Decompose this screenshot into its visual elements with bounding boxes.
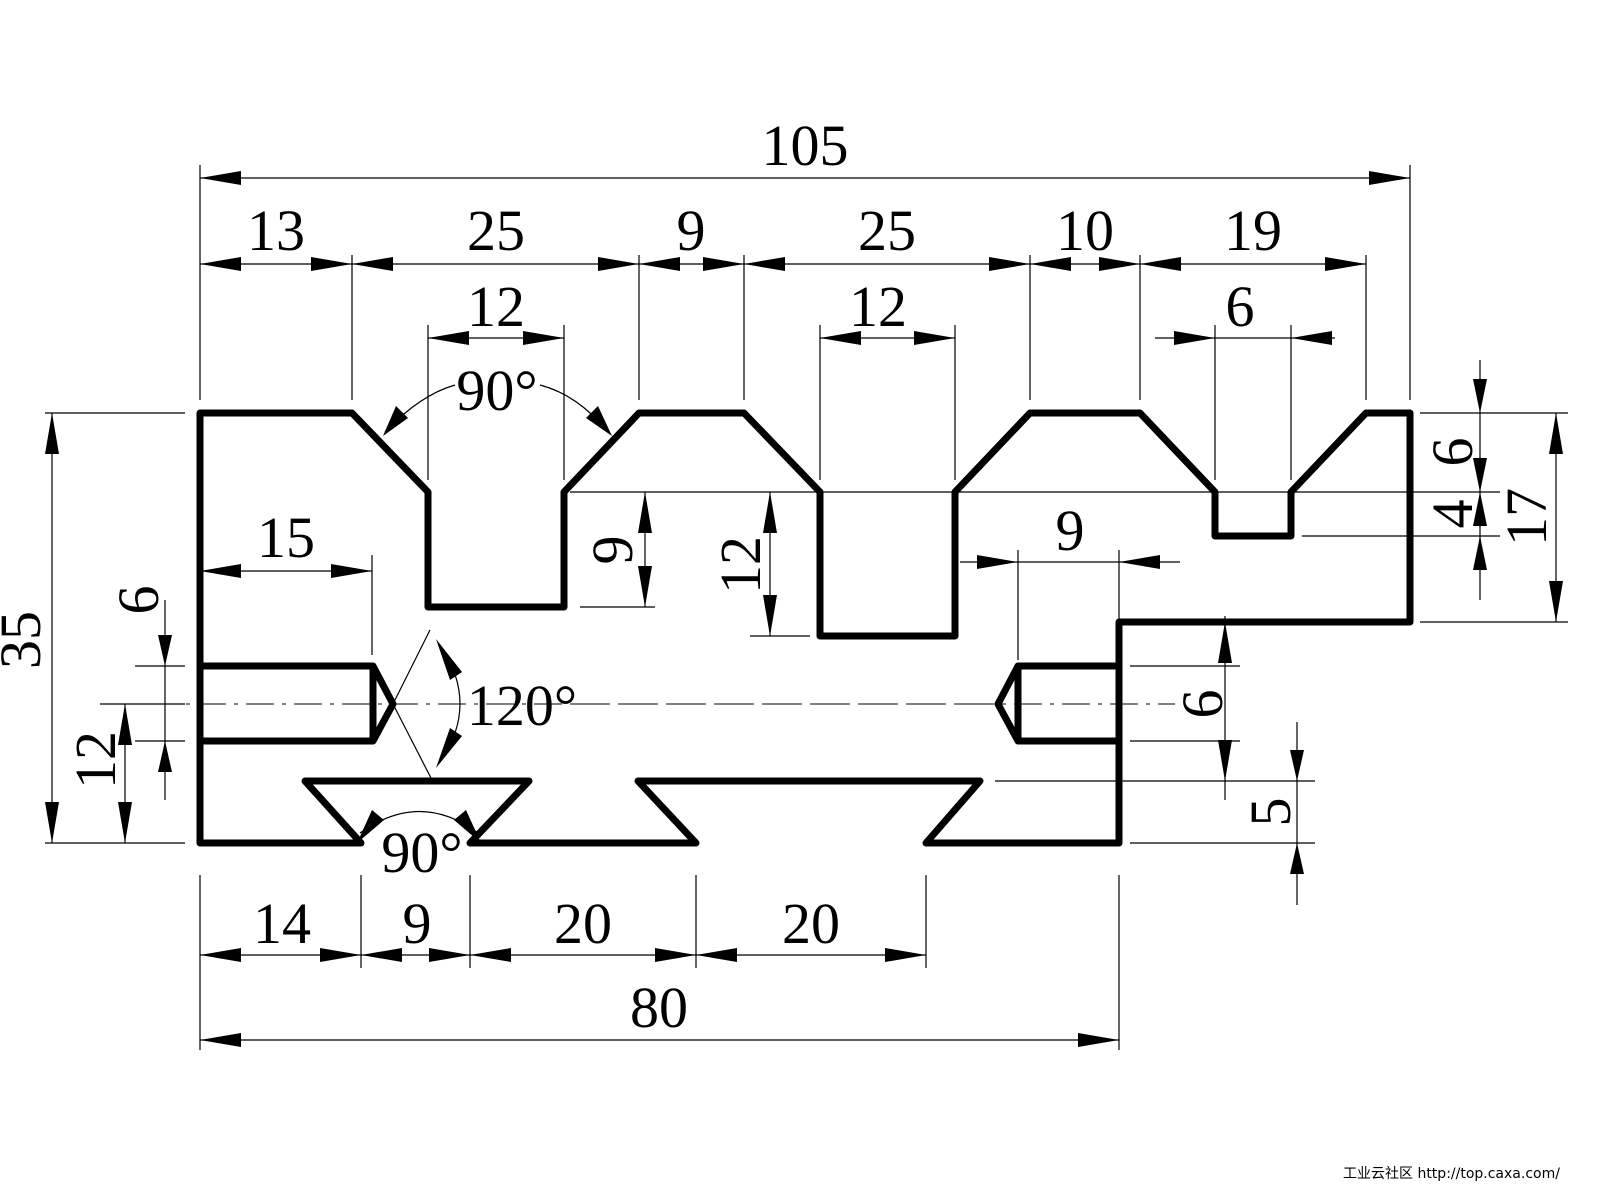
dim-text: 12 xyxy=(63,731,128,789)
dim-text: 12 xyxy=(467,274,525,339)
dim-left-hole-center-12: 12 xyxy=(63,703,185,843)
dim-angle-120: 120° xyxy=(392,629,1000,781)
dim-angle-top: 90° xyxy=(383,358,612,436)
dim-text: 12 xyxy=(849,274,907,339)
dim-groove-widths: 12 12 6 xyxy=(428,274,1335,345)
dim-left-35: 35 xyxy=(0,413,59,843)
dim-text: 17 xyxy=(1494,488,1559,546)
dim-text: 20 xyxy=(554,891,612,956)
dim-text: 9 xyxy=(580,536,645,565)
dim-text: 12 xyxy=(708,536,773,594)
dim-depth-12: 12 xyxy=(708,492,777,636)
dim-text: 13 xyxy=(247,198,305,263)
dim-text: 90° xyxy=(456,358,537,423)
dim-text: 25 xyxy=(467,198,525,263)
dim-left-hole-15: 15 xyxy=(200,505,373,655)
dim-dovetail-depth: 5 xyxy=(1238,722,1304,905)
dim-text: 6 xyxy=(106,586,171,615)
dim-80: 80 xyxy=(200,975,1119,1047)
dim-right-hole-9: 9 xyxy=(960,498,1180,660)
dim-text: 14 xyxy=(253,891,311,956)
dim-text: 4 xyxy=(1420,500,1485,529)
dim-angle-dovetail: 90° xyxy=(357,810,481,885)
extension-lines-top xyxy=(199,165,1411,480)
dim-text: 25 xyxy=(858,198,916,263)
dim-bottom-row: 14 9 20 20 xyxy=(199,875,1120,1050)
dim-right-6-4: 6 4 xyxy=(1420,360,1487,600)
dim-text: 6 xyxy=(1420,438,1485,467)
dim-text: 10 xyxy=(1056,198,1114,263)
dim-text: 80 xyxy=(630,975,688,1040)
dim-top-row: 13 25 9 25 10 19 xyxy=(200,198,1366,271)
extension-lines-horizontal xyxy=(45,412,1568,844)
dim-text: 35 xyxy=(0,611,53,669)
dim-105: 105 xyxy=(200,113,1410,185)
dim-text: 90° xyxy=(381,820,462,885)
dim-text: 20 xyxy=(782,891,840,956)
dim-depth-9: 9 xyxy=(580,492,652,607)
dim-text: 15 xyxy=(257,505,315,570)
dim-text: 6 xyxy=(1226,274,1255,339)
dim-text: 6 xyxy=(1170,690,1235,719)
dim-text: 105 xyxy=(762,113,849,178)
dim-text: 120° xyxy=(467,673,577,738)
dim-text: 9 xyxy=(403,891,432,956)
dim-text: 5 xyxy=(1238,798,1303,827)
watermark: 工业云社区 http://top.caxa.com/ xyxy=(1343,1166,1560,1182)
dim-text: 9 xyxy=(1056,498,1085,563)
dim-left-hole-dia: 6 xyxy=(106,586,172,800)
part-outline xyxy=(196,409,1414,847)
dim-right-hole-dia: 6 xyxy=(1170,616,1235,800)
dim-text: 19 xyxy=(1224,198,1282,263)
dim-right-17: 17 xyxy=(1494,413,1563,622)
dim-text: 9 xyxy=(677,198,706,263)
